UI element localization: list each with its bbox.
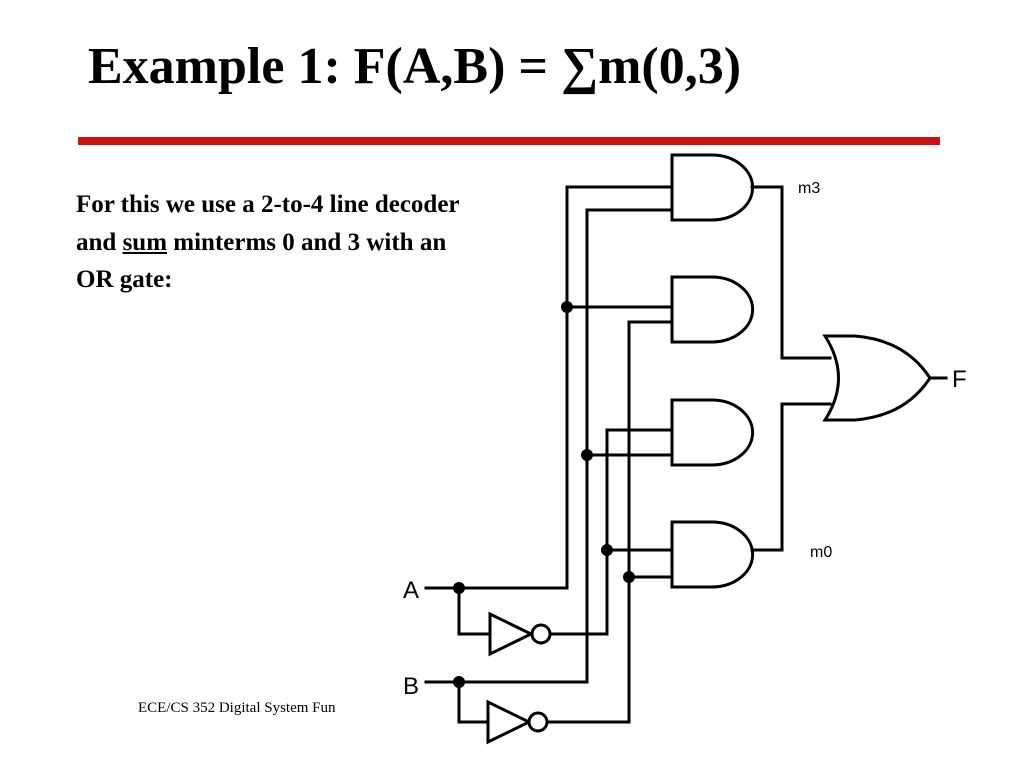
label-output-f: F (952, 366, 967, 393)
slide-title: Example 1: F(A,B) = ∑m(0,3) (88, 38, 742, 95)
and-gate-m0 (670, 520, 755, 589)
title-divider (78, 137, 940, 145)
junction-bus-a (561, 301, 573, 313)
junction-bus-b-not (623, 571, 635, 583)
inverter-b-triangle (486, 699, 533, 745)
junction-b (453, 676, 465, 688)
junction-bus-b (581, 449, 593, 461)
inverter-b-bubble (527, 711, 549, 733)
or-gate (822, 334, 932, 422)
label-input-a: A (403, 577, 419, 604)
and-gate-m1 (670, 398, 755, 467)
body-text-underlined: sum (122, 228, 168, 256)
body-text-part-1: For this we use a 2-to-4 line decoder an… (76, 191, 460, 256)
label-input-b: B (403, 673, 419, 700)
inverter-a-bubble (530, 623, 552, 645)
and-gate-m3 (670, 153, 755, 222)
junction-bus-a-not (601, 544, 613, 556)
label-m3: m3 (798, 180, 820, 197)
body-text-part-3: minterms 0 and 3 with an OR gate: (76, 228, 447, 294)
and-gate-m2 (670, 275, 755, 344)
slide-footer: ECE/CS 352 Digital System Fun (138, 700, 336, 716)
inverter-a-triangle (488, 611, 535, 657)
label-m0: m0 (810, 544, 832, 561)
body-text: For this we use a 2-to-4 line decoder an… (76, 186, 476, 299)
junction-a (453, 582, 465, 594)
